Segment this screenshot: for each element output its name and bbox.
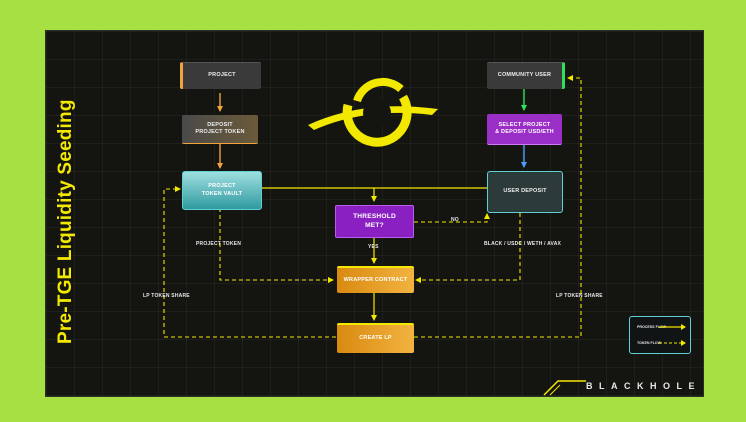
deposit-project-token-node: DEPOSIT PROJECT TOKEN — [182, 115, 258, 144]
blackhole-logo-icon — [308, 77, 438, 147]
legend-token-line — [659, 340, 686, 346]
label-lp-share-left: LP TOKEN SHARE — [143, 293, 190, 299]
legend-process-flow: PROCESS FLOW — [637, 325, 667, 329]
legend-token-flow: TOKEN FLOW — [637, 341, 662, 345]
label-lp-share-right: LP TOKEN SHARE — [556, 293, 603, 299]
label-yes: YES — [368, 244, 379, 250]
arrow-threshold-no — [414, 213, 490, 223]
arrow-lp-share-left — [163, 186, 336, 338]
project-node: PROJECT — [180, 62, 261, 89]
project-token-vault-node: PROJECT TOKEN VAULT — [182, 171, 262, 210]
legend-process-line — [659, 324, 686, 330]
create-lp-node: CREATE LP — [337, 323, 414, 353]
label-project-token: PROJECT TOKEN — [196, 241, 242, 247]
brand-corner-icon — [543, 380, 586, 396]
brand-footer: BLACKHOLE — [542, 377, 702, 396]
arrow-user-tokens — [415, 213, 521, 283]
arrow-lp-share-right — [414, 75, 582, 338]
legend: PROCESS FLOW TOKEN FLOW — [629, 316, 691, 354]
brand-wordmark: BLACKHOLE — [586, 381, 701, 391]
threshold-met-decision: THRESHOLD MET? — [335, 205, 414, 238]
user-deposit-node: USER DEPOSIT — [487, 171, 563, 213]
flow-connectors — [163, 75, 582, 338]
arrow-project-token — [219, 208, 334, 283]
diagram-panel: Pre-TGE Liquidity Seeding — [45, 30, 704, 397]
label-user-tokens: BLACK / USDC / WETH / AVAX — [484, 241, 562, 247]
community-user-node: COMMUNITY USER — [487, 62, 565, 89]
wrapper-contract-node: WRAPPER CONTRACT — [337, 266, 414, 293]
label-no: NO — [451, 217, 459, 223]
select-project-node: SELECT PROJECT & DEPOSIT USD/ETH — [487, 114, 562, 145]
